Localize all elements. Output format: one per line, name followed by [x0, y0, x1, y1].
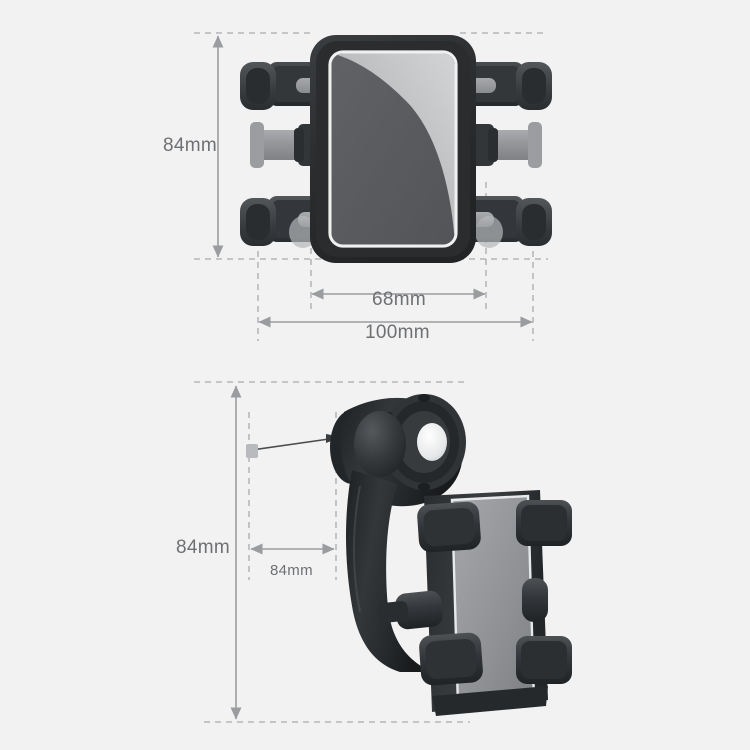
side-dimension-arrows — [230, 385, 335, 720]
clamp-arm-mid-left — [395, 590, 443, 630]
clamp-arm-upper — [417, 501, 481, 553]
clamp-arm-rear-lower — [516, 636, 572, 684]
phone-holder-front — [240, 35, 552, 263]
clamp-arm-rear-upper — [516, 500, 572, 546]
clamp-arm-lower — [419, 632, 483, 686]
clamp-arm-side — [522, 578, 548, 622]
ball-socket-hole — [417, 423, 447, 461]
clamp-assembly — [377, 490, 572, 716]
ball-joint-head — [330, 394, 466, 507]
outer-width-dimension-100mm-label: 100mm — [365, 322, 430, 343]
mount-neck — [346, 470, 432, 672]
inner-width-dimension-68mm-label: 68mm — [372, 289, 426, 310]
depth-dimension-84mm-label: 84mm — [270, 562, 313, 579]
phone-body — [310, 35, 476, 263]
front-dimension-arrows — [212, 35, 533, 328]
side-arm-left — [250, 122, 324, 168]
knurled-collar — [382, 394, 466, 491]
phone-screen — [328, 50, 458, 248]
phone-holder-side — [246, 394, 572, 716]
height-dimension-84mm-label: 84mm — [163, 135, 217, 156]
height-dimension-84mm-label: 84mm — [176, 537, 230, 558]
mount-stem — [246, 434, 342, 458]
